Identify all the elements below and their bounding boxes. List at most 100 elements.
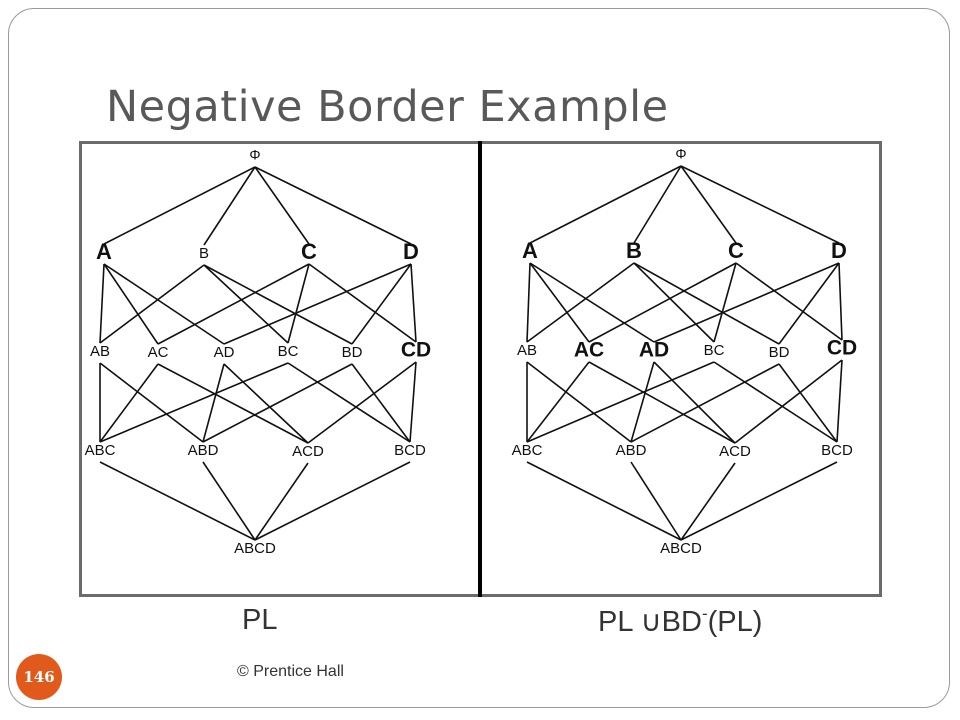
node-left-cd: CD — [401, 339, 431, 362]
node-left-ab: AB — [90, 343, 110, 360]
node-left-abcd: ABCD — [234, 540, 276, 557]
edge-right-cd-bcd — [836, 359, 843, 443]
slide-title: Negative Border Example — [106, 82, 669, 132]
node-left-c: C — [301, 239, 317, 264]
edge-right-b-bd — [633, 262, 780, 345]
edge-left-b-bd — [203, 264, 353, 345]
edge-left-a-ad — [103, 263, 225, 345]
diagram-divider — [478, 141, 482, 597]
caption-left: PL — [242, 604, 278, 636]
edge-right-bd-bcd — [778, 363, 838, 443]
node-left-abd: ABD — [188, 442, 219, 459]
node-left-d: D — [403, 239, 419, 264]
edge-right-bc-abc — [526, 361, 715, 443]
edge-left-c-ac — [157, 263, 310, 345]
caption-right-superscript: - — [701, 604, 708, 623]
edge-left-phi-d — [254, 166, 412, 245]
node-right-b: B — [626, 238, 642, 263]
edge-right-phi-b — [633, 165, 682, 244]
edge-right-c-ac — [588, 262, 737, 343]
edge-right-cd-acd — [734, 359, 843, 444]
edge-left-acd-abcd — [254, 462, 309, 541]
edge-left-ad-abd — [202, 363, 225, 443]
edge-right-b-bc — [633, 262, 715, 343]
edge-right-abc-abcd — [526, 461, 682, 541]
edge-left-phi-a — [103, 166, 256, 245]
node-right-bcd: BCD — [821, 442, 853, 459]
edge-right-a-ab — [526, 262, 531, 343]
node-right-abcd: ABCD — [660, 540, 702, 557]
node-left-bcd: BCD — [394, 442, 426, 459]
edge-right-c-cd — [735, 262, 843, 341]
caption-right-prefix: PL ∪BD — [598, 606, 702, 638]
edge-right-ab-abd — [526, 361, 632, 443]
node-right-c: C — [728, 238, 744, 263]
node-right-phi: Φ — [675, 146, 686, 162]
edge-left-d-bd — [351, 263, 412, 345]
edge-right-phi-a — [529, 165, 682, 244]
node-right-bc: BC — [704, 342, 725, 359]
edge-left-ac-acd — [157, 363, 309, 444]
node-left-bd: BD — [342, 344, 363, 361]
caption-right: PL ∪BD-(PL) — [598, 604, 762, 639]
edge-right-d-ad — [653, 262, 840, 343]
edge-right-ad-abd — [630, 361, 655, 443]
edge-left-ab-abd — [99, 362, 204, 443]
edge-right-abd-abcd — [630, 461, 682, 541]
node-right-bd: BD — [769, 344, 790, 361]
edge-left-d-cd — [410, 263, 417, 343]
node-right-ad: AD — [639, 339, 669, 362]
edge-left-bd-bcd — [351, 363, 411, 443]
edge-right-a-ac — [529, 262, 590, 343]
edge-left-c-cd — [308, 263, 417, 343]
edge-left-c-bc — [287, 263, 310, 344]
footer-copyright: © Prentice Hall — [237, 663, 344, 680]
edge-left-ad-acd — [223, 363, 309, 444]
node-right-abd: ABD — [616, 442, 647, 459]
edge-left-b-bc — [203, 264, 289, 344]
edge-left-d-ad — [223, 263, 412, 345]
edge-left-bd-abd — [202, 363, 353, 443]
caption-right-suffix: (PL) — [707, 606, 763, 638]
edge-left-phi-b — [203, 166, 256, 246]
node-right-a: A — [522, 238, 538, 263]
edge-right-phi-d — [680, 165, 840, 244]
edge-left-cd-acd — [307, 361, 417, 444]
edge-right-ac-acd — [588, 361, 736, 444]
edge-left-abc-abcd — [99, 461, 256, 541]
edge-right-c-bc — [713, 262, 737, 343]
edge-right-ac-abc — [526, 361, 590, 443]
edge-left-a-ac — [103, 263, 159, 345]
edge-right-phi-c — [680, 165, 737, 244]
edge-right-a-ad — [529, 262, 655, 343]
node-right-acd: ACD — [719, 443, 751, 460]
node-right-ab: AB — [517, 342, 537, 359]
edge-left-bc-bcd — [287, 362, 411, 443]
node-left-ac: AC — [148, 344, 169, 361]
node-right-d: D — [831, 238, 847, 263]
node-left-abc: ABC — [85, 442, 116, 459]
edge-left-b-ab — [99, 264, 205, 344]
edge-right-acd-abcd — [680, 462, 736, 541]
edge-left-ac-abc — [99, 363, 159, 443]
node-left-a: A — [96, 239, 112, 264]
edge-left-cd-bcd — [409, 361, 417, 443]
node-left-ad: AD — [214, 344, 235, 361]
node-left-phi: Φ — [249, 147, 260, 163]
node-left-b: B — [199, 245, 209, 262]
edge-right-bc-bcd — [713, 361, 838, 443]
edge-right-bd-abd — [630, 363, 780, 443]
node-left-acd: ACD — [292, 443, 324, 460]
edge-left-abd-abcd — [202, 461, 256, 541]
edge-right-d-bd — [778, 262, 840, 345]
edge-left-phi-c — [254, 166, 310, 245]
edge-right-bcd-abcd — [680, 461, 838, 541]
node-left-bc: BC — [278, 343, 299, 360]
node-right-abc: ABC — [512, 442, 543, 459]
page-number-badge: 146 — [16, 654, 62, 700]
edge-right-b-ab — [526, 262, 635, 343]
node-right-cd: CD — [827, 337, 857, 360]
